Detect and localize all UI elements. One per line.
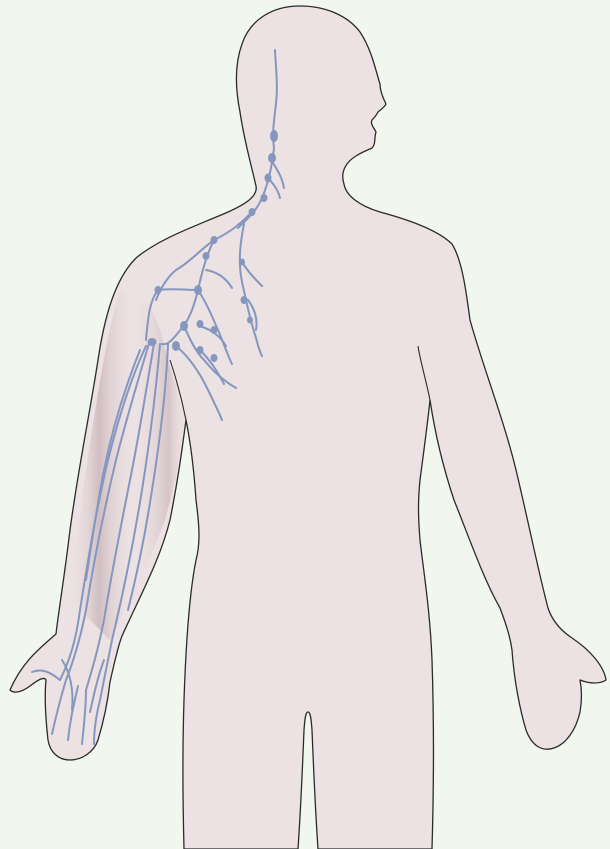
lymph-node	[265, 174, 272, 183]
lymph-node	[203, 252, 210, 260]
lymph-node	[211, 236, 218, 244]
lymph-node	[211, 354, 218, 362]
lymph-node	[148, 338, 157, 346]
lymph-node	[197, 346, 204, 354]
lymph-node	[247, 317, 253, 324]
lymph-node	[197, 320, 204, 328]
lymph-node	[194, 285, 202, 295]
lymph-node	[268, 153, 276, 163]
lymph-node	[249, 208, 256, 216]
lymph-node	[211, 326, 218, 334]
lymph-node	[261, 194, 268, 202]
lymph-node	[241, 296, 248, 304]
lymph-node	[239, 259, 245, 266]
lymph-node	[155, 286, 162, 294]
lymph-node	[180, 321, 188, 331]
lymph-node	[172, 341, 180, 351]
lymph-node	[270, 130, 278, 142]
